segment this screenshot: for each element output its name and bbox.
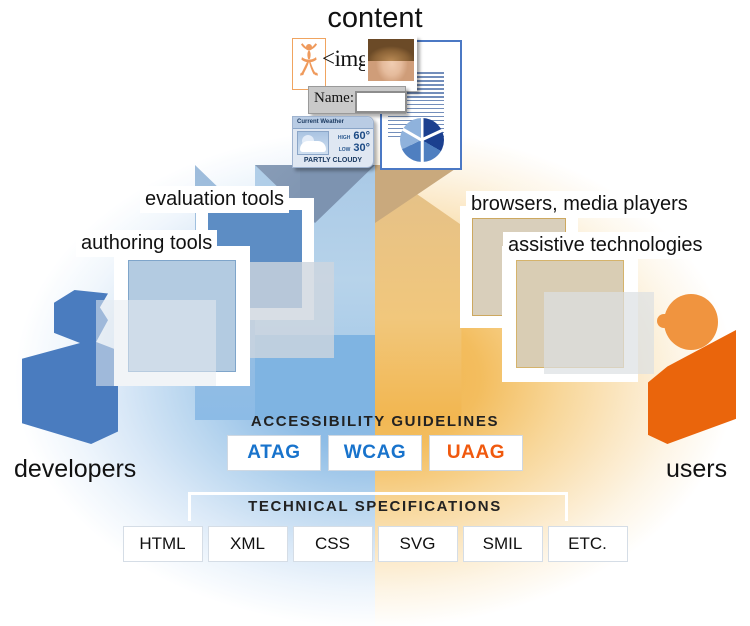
weather-condition: PARTLY CLOUDY [303,157,363,164]
label-developers: developers [14,455,137,483]
guideline-atag-box[interactable]: ATAG [227,435,321,471]
name-form-widget: Name: [308,86,407,114]
monitor-shadow-left [238,262,334,358]
guideline-uaag-box[interactable]: UAAG [429,435,523,471]
spec-html-box[interactable]: HTML [122,526,203,562]
name-field-label: Name: [314,90,354,106]
technical-specifications-group: TECHNICAL SPECIFICATIONS HTML XML CSS SV… [0,492,750,562]
label-users: users [666,455,728,483]
guidelines-row: ATAG WCAG UAAG [0,435,750,471]
label-authoring-tools: authoring tools [76,230,218,257]
ballerina-icon [292,38,326,90]
page-title: content [327,2,423,34]
specifications-row: HTML XML CSS SVG SMIL ETC. [0,526,750,562]
weather-low-label: LOW [338,147,351,153]
label-browsers-media-players: browsers, media players [466,191,693,218]
weather-header-bar: Current Weather [293,117,373,129]
monitor-shadow-right [544,292,654,374]
label-evaluation-tools: evaluation tools [140,186,289,213]
img-tag-text: <img [322,46,369,71]
photo-bottom-edge [368,81,414,88]
pie-chart-icon [400,118,444,162]
weather-high-label: HIGH [337,135,351,141]
weather-low-value: 30° [353,142,370,154]
spec-etc-box[interactable]: ETC. [547,526,628,562]
spec-svg-box[interactable]: SVG [377,526,458,562]
spec-smil-box[interactable]: SMIL [462,526,543,562]
weather-high-value: 60° [353,130,370,142]
spec-xml-box[interactable]: XML [207,526,288,562]
label-assistive-technologies: assistive technologies [503,232,708,259]
weather-header-label: Current Weather [297,118,344,125]
partly-cloudy-icon [297,131,329,155]
name-input[interactable] [355,91,407,113]
spec-css-box[interactable]: CSS [292,526,373,562]
photo-hair [368,39,414,61]
guideline-wcag-box[interactable]: WCAG [328,435,422,471]
user-figure-head [657,294,718,350]
cloud-icon [300,141,326,152]
child-photo-icon [365,36,417,91]
accessibility-guidelines-heading: ACCESSIBILITY GUIDELINES [250,413,500,430]
ballerina-glyph [300,43,318,76]
accessibility-guidelines-group: ACCESSIBILITY GUIDELINES ATAG WCAG UAAG [0,413,750,471]
specifications-bracket [188,492,568,521]
monitor-base-left [96,300,216,386]
technical-specifications-heading: TECHNICAL SPECIFICATIONS [248,498,502,515]
